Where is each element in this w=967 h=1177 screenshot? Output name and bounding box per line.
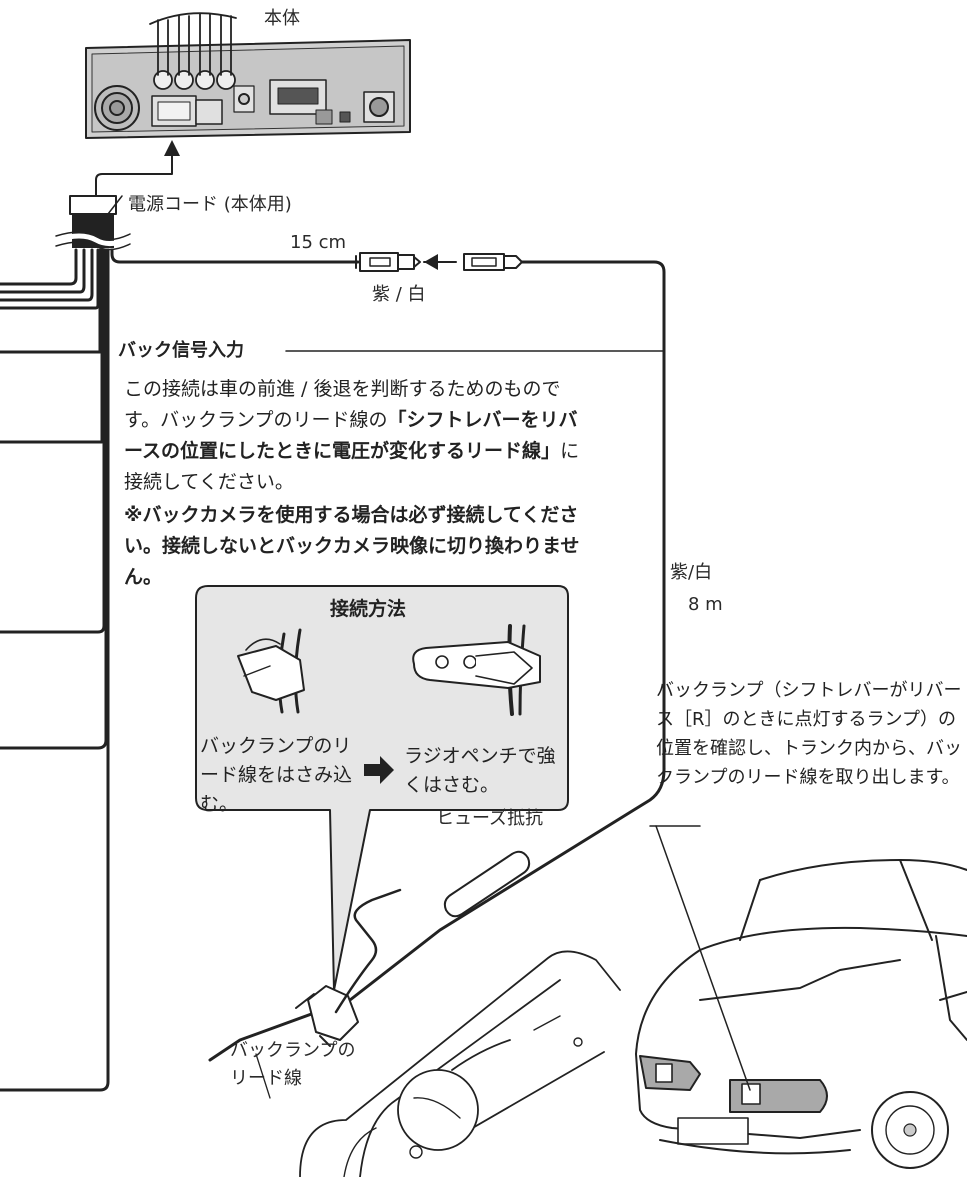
- camera-note: ※バックカメラを使用する場合は必ず接続してください。接続しないとバックカメラ映像…: [124, 504, 580, 588]
- wire-color-label-side: 紫/白: [670, 562, 713, 583]
- method-step-2: ラジオペンチで強くはさむ。: [404, 745, 556, 796]
- tap-connector: [295, 888, 402, 1047]
- lamp-lead-label-2: リード線: [230, 1068, 302, 1089]
- section-body: この接続は車の前進 / 後退を判断するためのものです。バックランプのリード線の「…: [124, 378, 580, 493]
- method-step-1: バックランプのリード線をはさみ込む。: [200, 735, 353, 815]
- car-caption: バックランプ（シフトレバーがリバース［R］のときに点灯するランプ）の位置を確認し…: [656, 680, 962, 788]
- section-body-emphasis: 「シフトレバーをリバースの位置にしたときに電圧が変化するリード線」: [124, 409, 578, 462]
- wire-length-label: 8 m: [688, 594, 723, 615]
- head-unit-illustration: [85, 12, 411, 139]
- trunk-illustration: [299, 950, 621, 1177]
- car-illustration: [635, 859, 967, 1169]
- method-title: 接続方法: [330, 598, 407, 620]
- head-unit-label: 本体: [264, 8, 300, 29]
- fuse-resistor: [443, 850, 531, 918]
- fuse-label: ヒューズ抵抗: [436, 808, 544, 829]
- length-15cm-label: 15 cm: [290, 232, 347, 253]
- lamp-lead-label-1: バックランプの: [230, 1040, 356, 1061]
- power-cord-label: 電源コード (本体用): [128, 194, 292, 215]
- wire-color-label-top: 紫 / 白: [372, 284, 426, 305]
- power-cord-connector: [69, 195, 123, 248]
- section-title: バック信号入力: [118, 340, 244, 361]
- bullet-connectors: [355, 252, 532, 272]
- method-box: [195, 585, 569, 991]
